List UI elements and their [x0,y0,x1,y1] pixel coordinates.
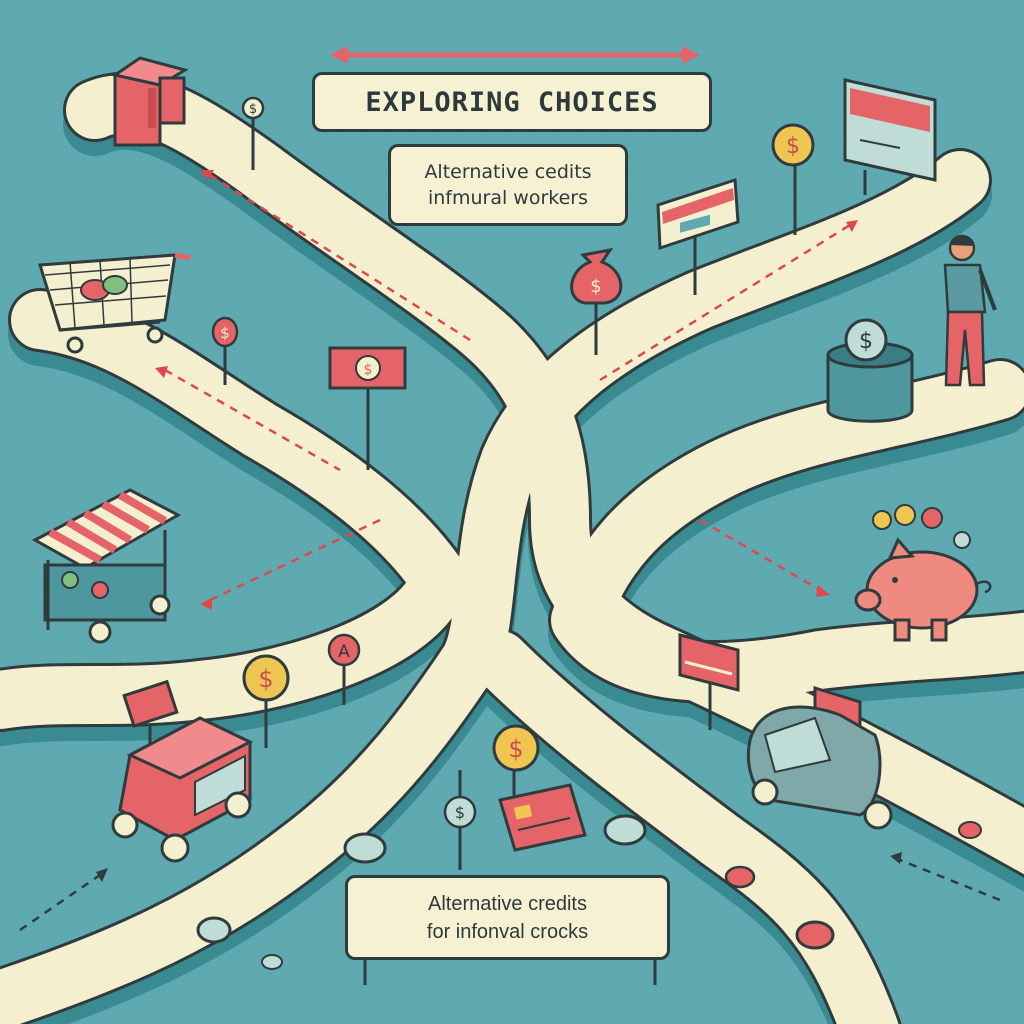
double-arrow-icon [330,46,700,64]
coin-icon-3 [196,916,232,944]
currency-symbol: $ [786,134,800,159]
delivery-truck-icon [111,679,254,863]
piggy-bank-icon [854,504,992,642]
billboard-icon [843,78,937,195]
subtitle-line-2: infmural workers [427,187,589,209]
shopping-cart-icon [38,252,191,354]
credit-signboard [656,177,740,295]
dollar-signpost-2: $ [211,316,239,385]
route-arrows [19,173,1001,932]
currency-symbol: $ [859,329,873,354]
currency-symbol: $ [508,735,523,763]
coin-icon-7 [958,821,982,839]
arrow-heads [96,170,902,882]
market-stall-icon [31,488,182,644]
subtitle-line-1: Alternative cedits [424,161,592,183]
credit-card-icon [498,783,587,852]
money-bag-icon: $ [570,247,623,355]
title-text: EXPLORING CHOICES [365,86,659,118]
gold-coin-signpost-2: $ [242,654,290,748]
currency-symbol: $ [220,324,230,342]
coin-bucket-icon: $ [826,318,914,423]
coin-icon-1 [343,832,387,864]
currency-symbol: $ [455,803,465,822]
gold-coin-signpost: $ [771,123,815,235]
person-icon [943,234,997,387]
dollar-signpost-1: $ [241,96,265,170]
coin-icon-6 [724,865,756,889]
gold-coin-signpost-3: $ [492,724,540,820]
bottom-sign: Alternative credits for infonval crocks [345,875,670,960]
currency-symbol: $ [258,665,273,693]
coin-icon-2 [603,814,647,846]
currency-symbol: $ [249,102,257,117]
sign-letter: A [338,642,350,662]
currency-symbol: $ [590,276,601,297]
coin-icon-4 [261,954,283,970]
bottom-sign-posts [363,955,657,985]
dollar-signpost-3: $ [443,770,477,870]
kiosk-icon [111,56,189,147]
bottom-sign-line-2: for infonval crocks [426,920,589,943]
red-signboard [678,633,740,730]
letter-signpost: A [327,633,361,705]
currency-symbol: $ [364,362,373,378]
bottom-sign-line-1: Alternative credits [428,892,587,915]
subtitle-box: Alternative cedits infmural workers [388,144,628,226]
tuk-tuk-icon [746,705,893,830]
dollar-billboard: $ [328,346,407,470]
coin-icon-5 [795,920,835,950]
page-title: EXPLORING CHOICES [312,72,712,132]
